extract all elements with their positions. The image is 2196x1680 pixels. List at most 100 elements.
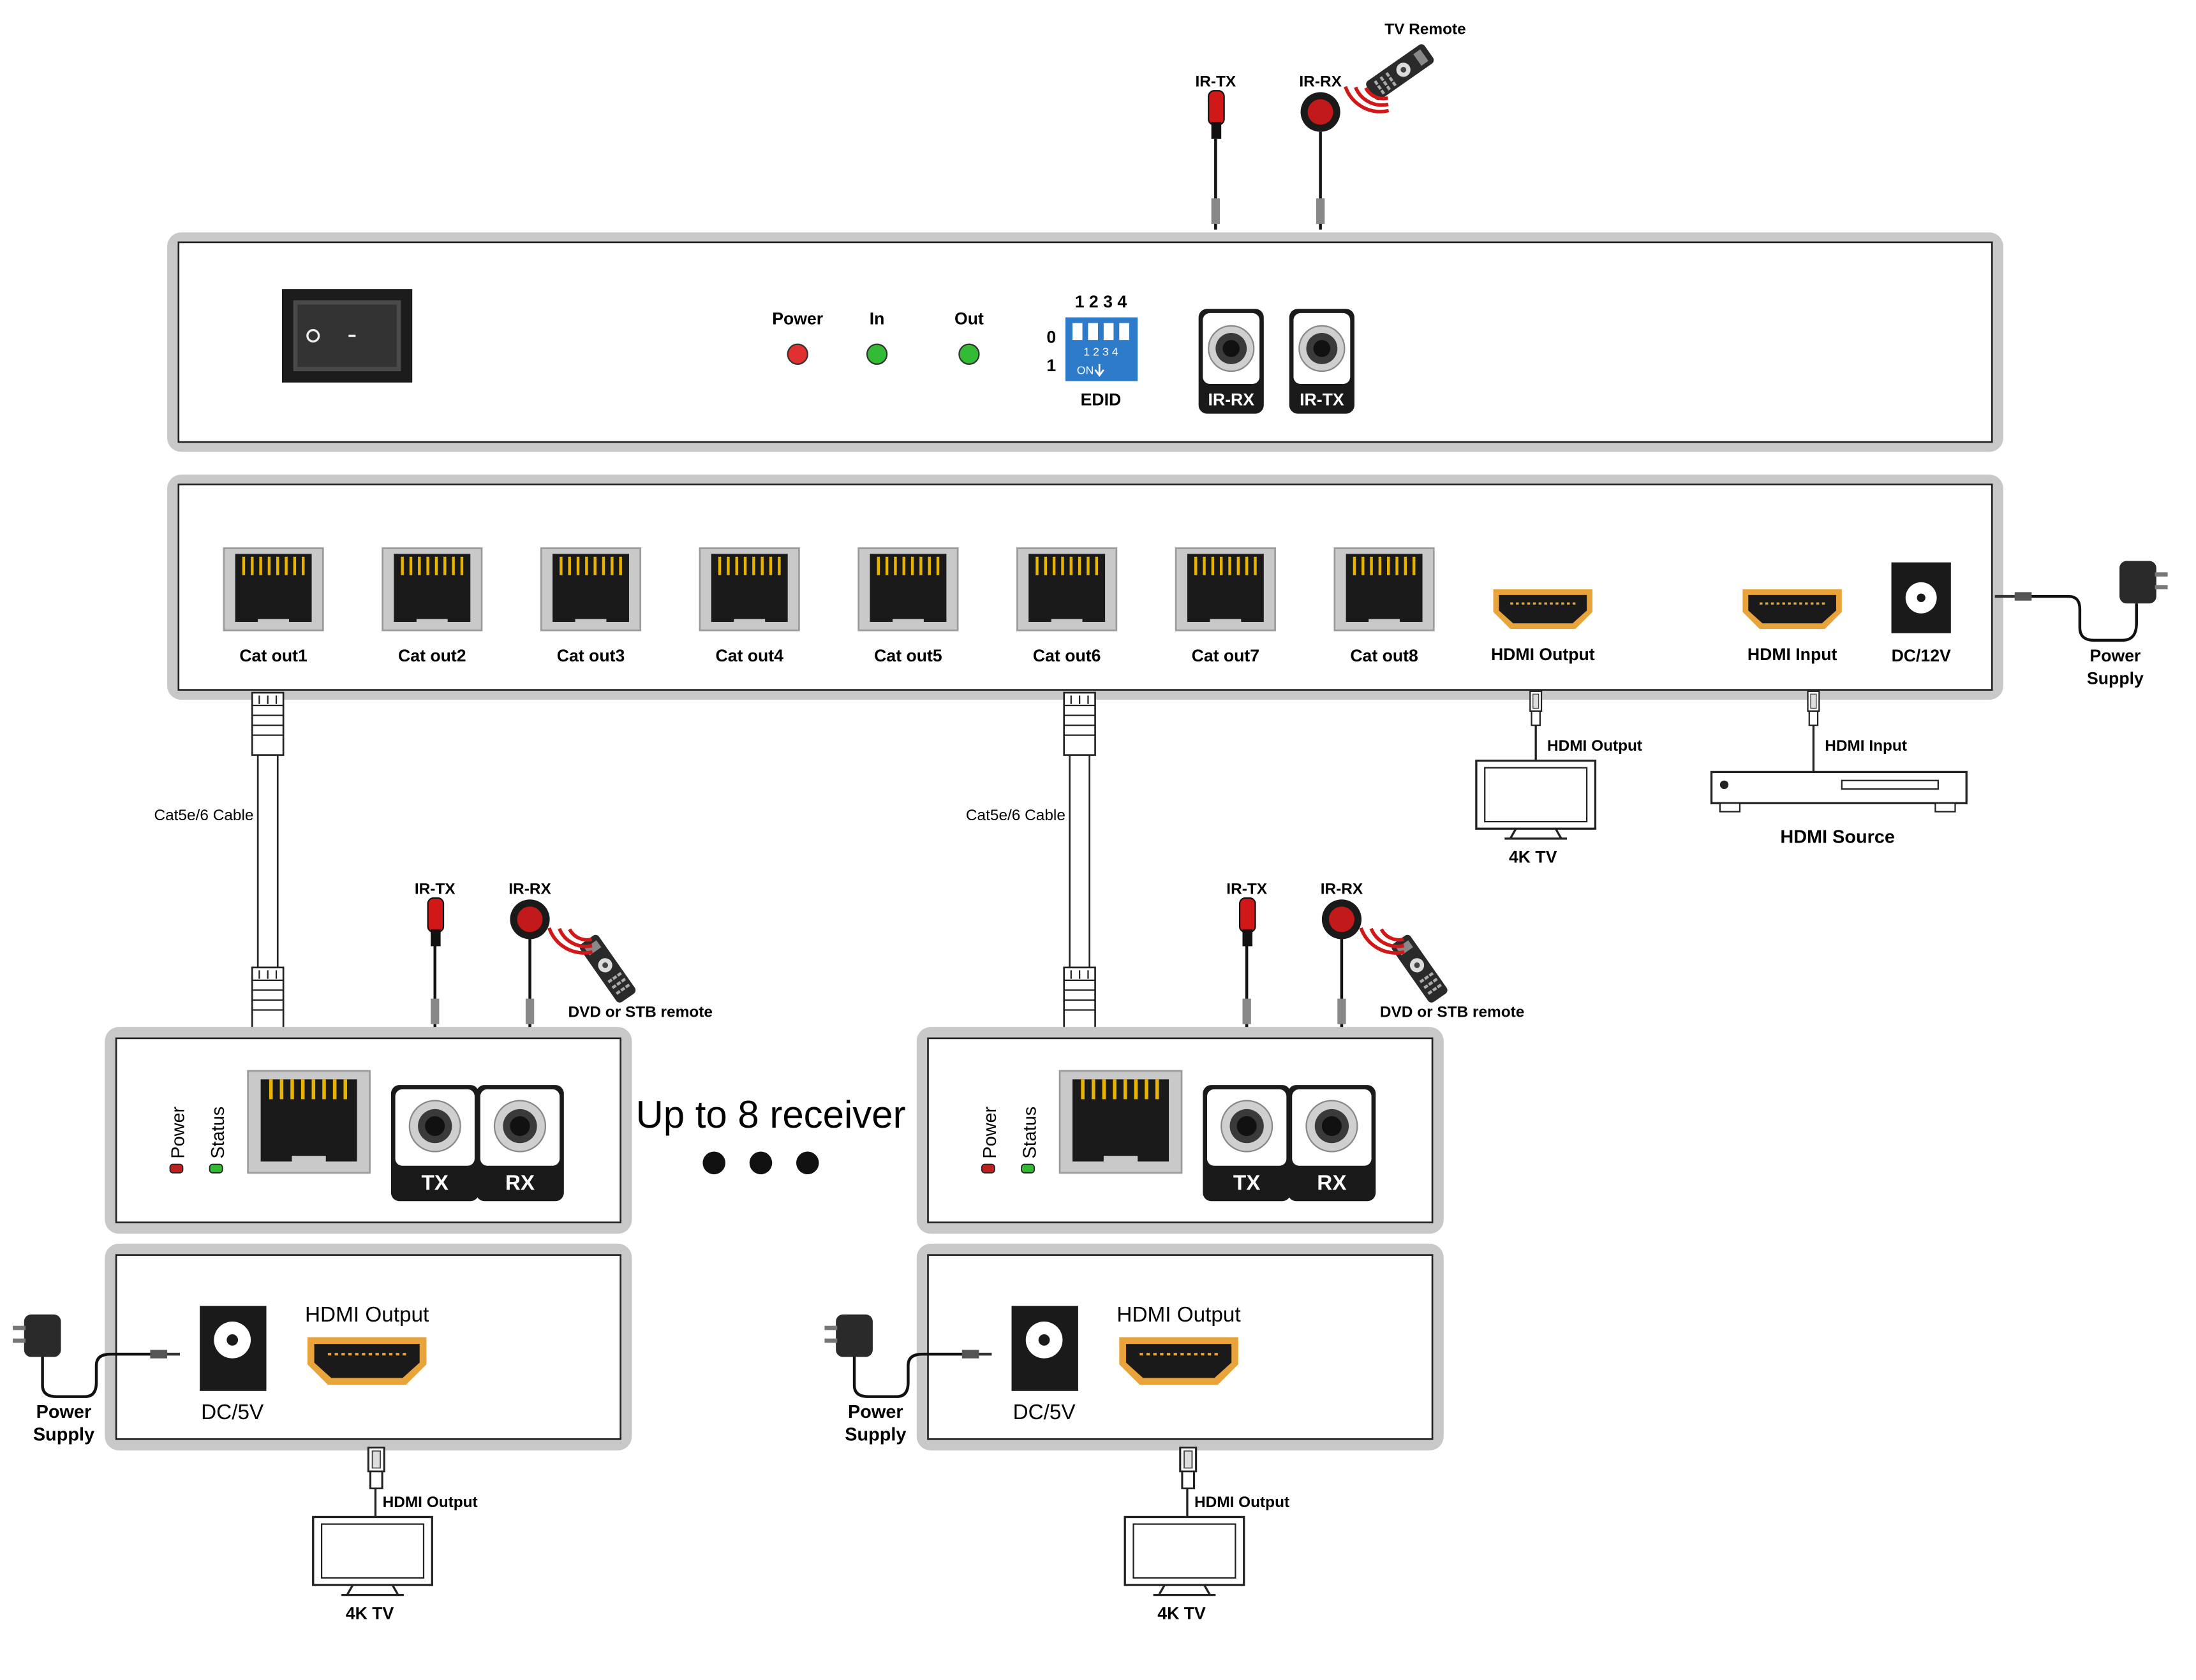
receiver-out-cable-label: HDMI Output — [1194, 1494, 1289, 1511]
receiver-hdmi-output-label: HDMI Output — [1117, 1303, 1240, 1327]
receiver-power-supply-line1: Power — [36, 1402, 92, 1422]
receiver-dc-5v-label: DC/5V — [201, 1401, 264, 1424]
cat-port-label: Cat out7 — [1192, 646, 1260, 665]
hdmi-source: HDMI Input HDMI Source — [1710, 690, 1968, 847]
edid-dip-switch[interactable]: 1 2 3 4 0 1 1 2 3 4 ON EDID — [1046, 292, 1138, 409]
ir-tx-jack-label: IR-TX — [1300, 390, 1344, 409]
receiver-hdmi-output-to-tv: HDMI Output 4K TV — [1124, 1447, 1289, 1623]
cat-port-5[interactable]: Cat out5 — [857, 547, 959, 666]
led-in: In — [866, 309, 888, 365]
led-in-label: In — [870, 309, 885, 328]
receiver-led-power-label: Power — [980, 1106, 1000, 1158]
ir-rx-jack[interactable]: IR-RX — [1198, 308, 1265, 415]
receiver-hdmi-output-port[interactable]: HDMI Output — [305, 1303, 429, 1387]
receiver-ir-rx: IR-RX — [508, 880, 551, 1029]
dip-small-numbers: 1 2 3 4 — [1083, 346, 1118, 358]
receiver-rj45-port[interactable] — [1058, 1070, 1183, 1174]
receiver-4k-tv-label: 4K TV — [1157, 1603, 1206, 1623]
receiver-tx-jack-label: TX — [1233, 1171, 1261, 1195]
tx-hdmi-output-to-tv: HDMI Output 4K TV — [1475, 690, 1642, 867]
receiver-tx-jack[interactable]: TX — [1203, 1085, 1291, 1202]
receiver-led-power — [981, 1163, 995, 1174]
receiver-ir-tx: IR-TX — [415, 880, 456, 1029]
power-switch[interactable] — [281, 289, 413, 383]
dip-on-label: 1 — [1046, 356, 1056, 375]
top-ir-rx: IR-RX — [1299, 73, 1342, 230]
dc-12v-port[interactable]: DC/12V — [1891, 562, 1951, 665]
cat-port-7[interactable]: Cat out7 — [1175, 547, 1276, 666]
transmitter-power-supply: Power Supply — [1994, 561, 2168, 688]
top-ir-tx: IR-TX — [1195, 73, 1236, 230]
receiver-led-status — [1021, 1163, 1035, 1174]
cat-port-label: Cat out6 — [1033, 646, 1101, 665]
edid-label: EDID — [1081, 390, 1122, 409]
dvd-stb-remote: DVD or STB remote — [1360, 912, 1524, 1021]
rear-hdmi-input-port[interactable]: HDMI Input — [1741, 588, 1843, 664]
cat-port-label: Cat out2 — [398, 646, 466, 665]
receiver-power-supply-line1: Power — [848, 1402, 903, 1422]
cable-label-2: Cat5e/6 Cable — [966, 807, 1065, 824]
dip-numbers: 1 2 3 4 — [1075, 292, 1127, 311]
cat-port-4[interactable]: Cat out4 — [699, 547, 800, 666]
receiver-rear-panel: DC/5V HDMI Output — [105, 1243, 632, 1451]
dvd-stb-remote: DVD or STB remote — [549, 912, 713, 1021]
receiver-dc-5v-port[interactable]: DC/5V — [200, 1306, 267, 1425]
dvd-stb-remote-label: DVD or STB remote — [568, 1004, 712, 1021]
cat-port-label: Cat out4 — [715, 646, 783, 665]
tx-power-supply-line1: Power — [2089, 646, 2140, 665]
receiver-ir-rx-label: IR-RX — [1321, 880, 1363, 897]
rear-hdmi-input-label: HDMI Input — [1747, 645, 1837, 664]
tv-remote-label: TV Remote — [1384, 20, 1465, 38]
ir-tx-jack[interactable]: IR-TX — [1288, 308, 1356, 415]
cat-port-8[interactable]: Cat out8 — [1333, 547, 1435, 666]
receiver-led-status — [209, 1163, 223, 1174]
receiver-rx-jack[interactable]: RX — [476, 1085, 564, 1202]
rear-hdmi-output-port[interactable]: HDMI Output — [1491, 588, 1595, 664]
receiver-power-supply-line2: Supply — [845, 1425, 906, 1445]
receiver-count-note: Up to 8 receiver — [635, 1093, 906, 1175]
receiver-power-supply-line2: Supply — [33, 1425, 94, 1445]
led-out-label: Out — [954, 309, 984, 328]
rear-hdmi-output-label: HDMI Output — [1491, 645, 1595, 664]
tx-power-supply-line2: Supply — [2087, 669, 2144, 688]
cat-port-label: Cat out8 — [1350, 646, 1418, 665]
receiver-tx-jack-label: TX — [421, 1171, 449, 1195]
tv-remote: TV Remote — [1345, 20, 1466, 124]
receiver-hdmi-output-port[interactable]: HDMI Output — [1117, 1303, 1241, 1387]
led-out: Out — [954, 309, 984, 365]
receiver-rx-jack[interactable]: RX — [1287, 1085, 1376, 1202]
led-power: Power — [772, 309, 823, 365]
cat-port-1[interactable]: Cat out1 — [223, 547, 324, 666]
cat-port-6[interactable]: Cat out6 — [1016, 547, 1118, 666]
receiver-rx-jack-label: RX — [1317, 1171, 1346, 1195]
cat-port-label: Cat out5 — [874, 646, 942, 665]
dvd-stb-remote-label: DVD or STB remote — [1380, 1004, 1524, 1021]
receiver-dc-5v-port[interactable]: DC/5V — [1011, 1306, 1078, 1425]
receiver-ir-tx-label: IR-TX — [1226, 880, 1267, 897]
tx-hdmi-output-cable-label: HDMI Output — [1547, 737, 1642, 755]
receiver-tx-jack[interactable]: TX — [390, 1085, 479, 1202]
hdmi-input-cable-label: HDMI Input — [1825, 737, 1907, 755]
tx-4k-tv-label: 4K TV — [1509, 848, 1557, 867]
receiver-ir-tx: IR-TX — [1226, 880, 1268, 1029]
cat-port-2[interactable]: Cat out2 — [382, 547, 483, 666]
dip-off-label: 0 — [1046, 328, 1056, 347]
receiver-ir-tx-label: IR-TX — [415, 880, 456, 897]
top-ir-tx-label: IR-TX — [1195, 73, 1236, 91]
transmitter-front-panel: Power In Out 1 2 3 4 0 1 1 2 3 4 ON EDID — [167, 232, 2003, 452]
cat-port-3[interactable]: Cat out3 — [540, 547, 642, 666]
receiver-4k-tv-label: 4K TV — [346, 1603, 394, 1623]
cat-port-label: Cat out1 — [239, 646, 308, 665]
receiver-rx-jack-label: RX — [505, 1171, 535, 1195]
receiver-rj45-port[interactable] — [247, 1070, 371, 1174]
receiver-led-power-label: Power — [168, 1106, 189, 1158]
led-power-label: Power — [772, 309, 823, 328]
